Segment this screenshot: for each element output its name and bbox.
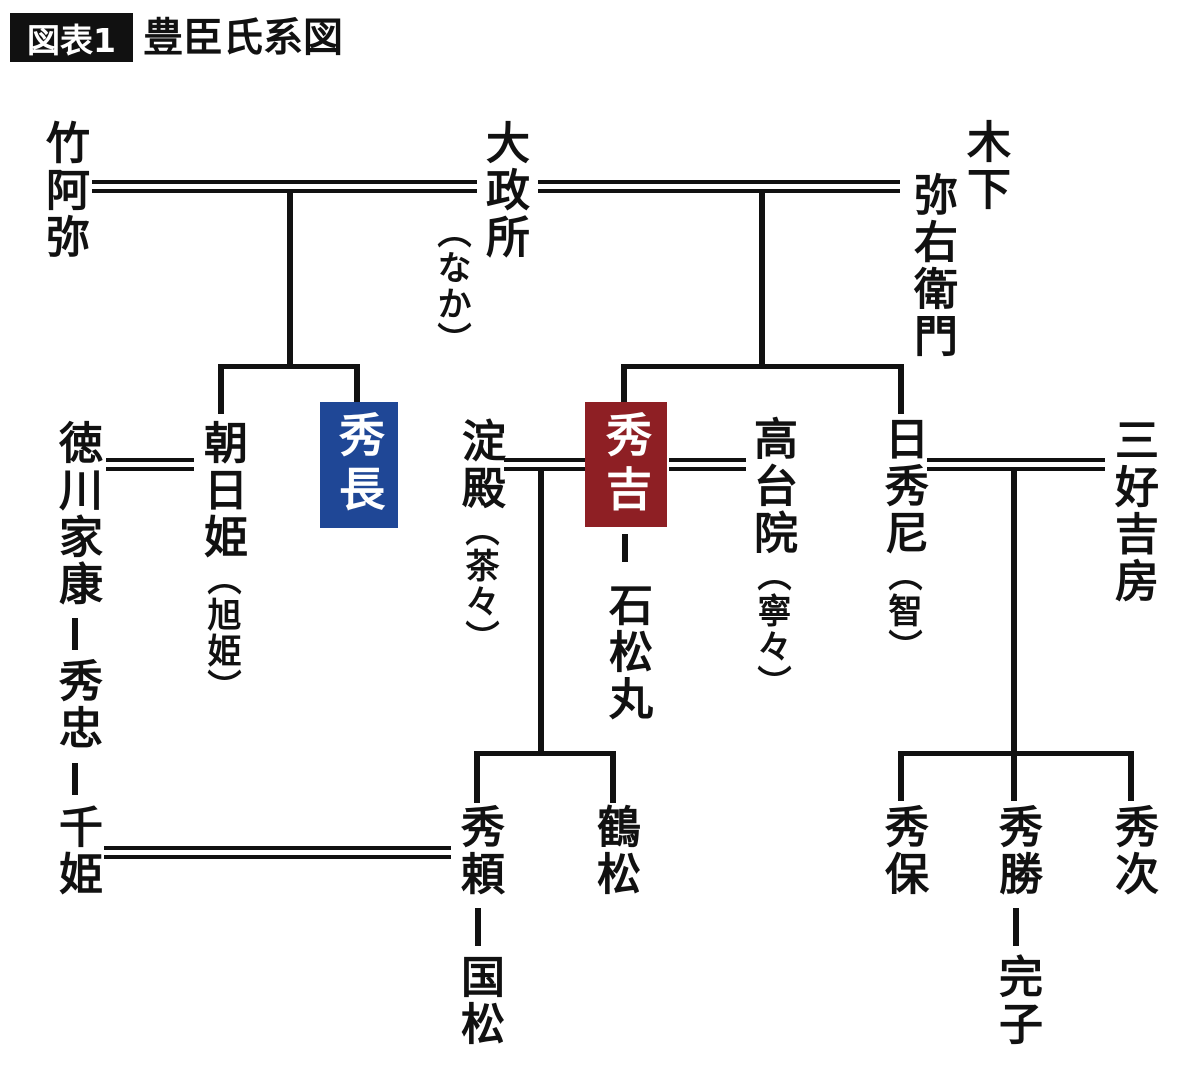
sibling-bracket-right [621,364,904,369]
descent-line-kinoshita-children [759,191,765,368]
node-tokugawa-ieyasu: 徳川家康 [51,420,102,608]
node-hidetada: 秀忠 [51,658,102,752]
sibling-bracket-drop-hidekatsu [1011,751,1017,801]
node-nisshu-ni: 日秀尼（智） [877,416,928,665]
node-miyoshi-yoshifusa: 三好吉房 [1107,417,1158,605]
sibling-bracket-drop-hideyasu [898,751,904,801]
node-yododono: 淀殿（茶々） [454,418,505,656]
node-hideyasu: 秀保 [877,804,928,898]
parent-child-dash-hidetada-senhime [72,763,78,795]
sibling-bracket-drop-hideyori [474,751,480,803]
marriage-line-takeami-omandokoro [92,180,477,193]
descent-line-nisshuni-miyoshi-children [1011,469,1017,755]
node-omandokoro-reading: （なか） [431,214,471,358]
sibling-bracket-left-drop-hidenaga [354,364,360,406]
node-hidetsugu: 秀次 [1107,804,1158,898]
node-hideyori: 秀頼 [453,804,504,898]
node-ishimatsumaru: 石松丸 [601,582,652,723]
marriage-line-ieyasu-asahihime [106,458,194,471]
yododono-name: 淀殿 [454,418,505,512]
parent-child-dash-hideyori-kunimatsu [475,908,481,946]
node-kunimatsu: 国松 [453,954,504,1048]
parent-child-dash-ieyasu-hidetada [72,618,78,650]
descent-line-takeami-children [287,191,293,368]
sibling-bracket-bottom-left [474,751,616,756]
nisshuni-reading: （智） [882,557,922,665]
sibling-bracket-drop-hidetsugu [1128,751,1134,801]
node-kodaiin: 高台院（寧々） [746,416,797,701]
kodaiin-name: 高台院 [746,416,797,557]
kodaiin-reading: （寧々） [751,557,791,701]
marriage-line-yododono-hideyoshi [504,458,585,471]
figure-title: 豊臣氏系図 [143,15,343,61]
sibling-bracket-right-drop-hideyoshi [621,364,627,406]
node-hidenaga: 秀長 [332,411,387,519]
node-kinoshita-given: 弥右衛門 [906,172,957,360]
parent-child-dash-hidekatsu-sadako [1013,908,1019,946]
node-asahihime: 朝日姫（旭姫） [196,420,247,705]
sibling-bracket-left-drop-asahihime [218,364,224,414]
marriage-line-omandokoro-kinoshita [538,180,900,193]
descent-line-yododono-hideyoshi-children [538,469,544,755]
parent-child-dash-hideyoshi-ishimatsumaru [622,534,628,562]
sibling-bracket-right-drop-nisshuni [898,364,904,414]
node-hideyoshi: 秀吉 [599,410,654,519]
asahihime-name: 朝日姫 [196,420,247,561]
sibling-bracket-drop-tsurumatsu [610,751,616,803]
marriage-line-senhime-hideyori [104,846,451,859]
hideyoshi-box: 秀吉 [585,402,667,527]
node-tsurumatsu: 鶴松 [589,804,640,898]
node-sadako: 完子 [991,954,1042,1048]
node-takeami: 竹阿弥 [38,120,89,261]
sibling-bracket-left [218,364,360,369]
node-omandokoro: 大政所 [478,120,529,261]
figure-label-badge: 図表1 [10,13,133,62]
hidenaga-box: 秀長 [320,402,398,528]
node-senhime: 千姫 [51,804,102,898]
node-hidekatsu: 秀勝 [991,804,1042,898]
node-kinoshita-surname: 木下 [959,119,1010,213]
yododono-reading: （茶々） [459,512,499,656]
nisshuni-name: 日秀尼 [877,416,928,557]
asahihime-reading: （旭姫） [201,561,241,705]
marriage-line-hideyoshi-kodaiin [669,458,746,471]
